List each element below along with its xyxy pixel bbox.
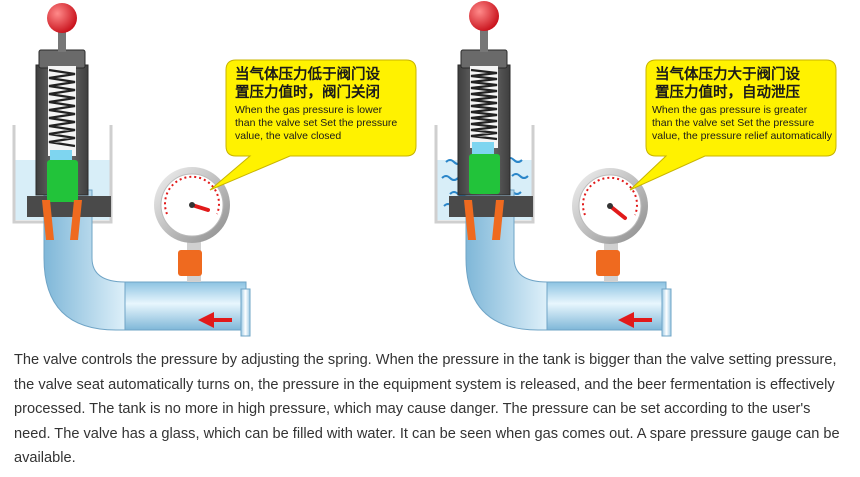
description-paragraph: The valve controls the pressure by adjus… — [14, 352, 840, 466]
callout-en-line-1: When the gas pressure is greater — [652, 104, 808, 116]
valve-seat — [469, 154, 500, 194]
release-knob — [47, 3, 77, 33]
pipe-flange — [661, 288, 672, 337]
valve-diagram: 当气体压力低于阀门设 置压力值时，阀门关闭 When the gas press… — [12, 1, 837, 337]
valve-base — [449, 196, 533, 217]
pressure-gauge — [572, 168, 648, 282]
panel-valve-closed: 当气体压力低于阀门设 置压力值时，阀门关闭 When the gas press… — [12, 3, 417, 337]
release-knob — [469, 1, 499, 31]
valve-cap — [38, 49, 86, 69]
pipe-flange — [240, 288, 251, 337]
valve-cap — [460, 49, 508, 69]
valve-seat — [47, 160, 78, 202]
flow-arrow — [198, 312, 232, 328]
spring — [48, 68, 76, 148]
callout-cn-line-2: 置压力值时，自动泄压 — [655, 83, 800, 101]
callout-cn-line-2: 置压力值时，阀门关闭 — [235, 83, 380, 101]
callout-en-line-2: than the valve set Set the pressure — [652, 117, 814, 129]
sight-glass — [50, 150, 72, 162]
callout-en-line-2: than the valve set Set the pressure — [235, 117, 397, 129]
callout-en-line-3: value, the valve closed — [235, 130, 341, 142]
seal-left — [42, 200, 54, 240]
callout-bubble — [629, 59, 837, 191]
gauge-fitting — [178, 250, 202, 276]
seal-right — [492, 200, 504, 240]
callout-cn-line-1: 当气体压力大于阀门设 — [655, 65, 800, 83]
panel-valve-open: 当气体压力大于阀门设 置压力值时，自动泄压 When the gas press… — [434, 1, 837, 337]
valve-stem — [58, 22, 66, 52]
seal-right — [70, 200, 82, 240]
sight-glass — [472, 142, 494, 156]
spring — [470, 68, 498, 141]
callout-cn-line-1: 当气体压力低于阀门设 — [235, 65, 380, 83]
valve-stem — [480, 22, 488, 52]
flow-arrow — [618, 312, 652, 328]
callout-en-line-3: value, the pressure relief automatically — [652, 130, 833, 142]
callout-bubble — [209, 59, 417, 191]
gauge-fitting — [596, 250, 620, 276]
seal-left — [464, 200, 476, 240]
callout-en-line-1: When the gas pressure is lower — [235, 104, 383, 116]
pressure-gauge — [154, 167, 230, 282]
